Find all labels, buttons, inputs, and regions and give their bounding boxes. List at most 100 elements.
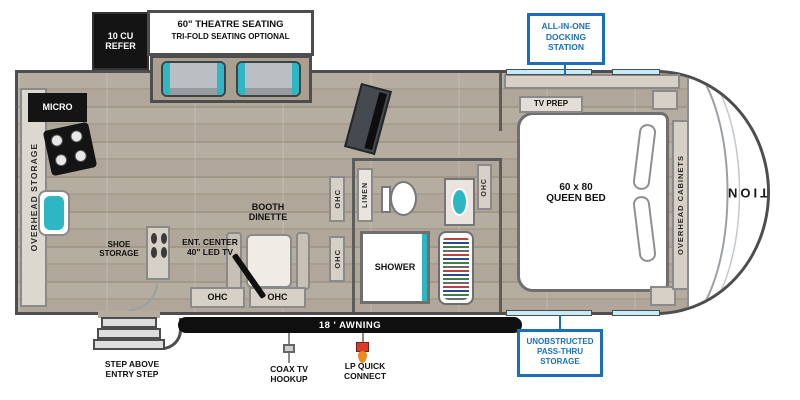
micro-label: MICRO — [42, 102, 73, 113]
refer-label-line2: REFER — [105, 41, 136, 51]
docking-station-callout: ALL-IN-ONE DOCKING STATION — [527, 13, 605, 65]
overhead-storage-label: OVERHEAD STORAGE — [28, 143, 39, 252]
lp-label: LP QUICK CONNECT — [328, 361, 402, 381]
bath-wall-left — [352, 158, 355, 312]
bedroom-window-top-right — [612, 69, 660, 75]
entry-step-3 — [93, 339, 165, 350]
lp-leader-line — [362, 333, 364, 343]
queen-bed-label: 60 x 80 QUEEN BED — [528, 182, 624, 204]
lp-flame-icon — [358, 351, 367, 363]
shower-glass — [422, 234, 427, 301]
linen-closet: LINEN — [357, 168, 373, 222]
theatre-seating-callout: 60" THEATRE SEATING TRI-FOLD SEATING OPT… — [147, 10, 314, 56]
brand-logo: REFLECTION — [725, 185, 769, 200]
bedroom-wall-lower — [499, 158, 502, 312]
lp-label-line1: LP QUICK — [344, 361, 386, 371]
front-cap: REFLECTION — [687, 73, 767, 312]
clothes-hangers — [443, 236, 469, 300]
tv-prep-label: TV PREP — [533, 99, 569, 109]
ohc-label: OHC — [332, 189, 342, 209]
ent-label-line1: ENT. CENTER — [182, 237, 238, 247]
seat-cushion — [245, 63, 292, 95]
entry-step-label: STEP ABOVE ENTRY STEP — [84, 359, 180, 379]
seat-armrest — [163, 63, 170, 95]
dinette-bench-right — [296, 232, 310, 290]
bedroom-front-cabinet — [504, 74, 680, 89]
toilet — [390, 181, 417, 216]
theatre-label-line1: 60" THEATRE SEATING — [177, 19, 284, 30]
docking-line2: DOCKING — [545, 31, 587, 42]
coax-label-line1: COAX TV — [270, 364, 308, 374]
passthru-line2: PASS-THRU — [536, 347, 584, 356]
shower: SHOWER — [360, 231, 430, 304]
docking-line3: STATION — [547, 42, 585, 53]
kitchen-sink — [38, 190, 70, 236]
nightstand-bottom — [650, 286, 676, 306]
theatre-seat-left — [161, 61, 226, 97]
seat-cushion — [170, 63, 217, 95]
bedroom-wall-upper — [499, 73, 502, 131]
bed-label-line2: QUEEN BED — [546, 193, 606, 205]
nightstand-top — [652, 90, 678, 110]
coax-hookup-icon — [283, 344, 295, 353]
linen-label: LINEN — [361, 182, 369, 208]
theatre-seating-slideout — [150, 55, 312, 103]
entry-label-line2: ENTRY STEP — [105, 368, 159, 379]
shower-label: SHOWER — [374, 262, 416, 273]
seat-armrest — [238, 63, 245, 95]
overhead-cabinets-bedroom: OVERHEAD CABINETS — [672, 120, 689, 290]
seat-armrest — [217, 63, 224, 95]
docking-leader-line — [564, 65, 566, 74]
theatre-label-line2: TRI-FOLD SEATING OPTIONAL — [171, 31, 290, 41]
bedroom-window-bottom-left — [506, 310, 592, 316]
ent-center-label: ENT. CENTER 40" LED TV — [170, 237, 250, 257]
range-cooktop — [42, 121, 98, 177]
shoe-label-line2: STORAGE — [99, 248, 139, 258]
shoe-icons — [148, 228, 168, 263]
passthru-leader-line — [559, 315, 561, 329]
shoe-storage-cabinet — [146, 226, 170, 280]
cooktop-burners — [43, 122, 98, 177]
microwave: MICRO — [28, 93, 87, 122]
passthru-line3: STORAGE — [540, 357, 580, 366]
ohc-label: OHC — [267, 292, 288, 303]
overhead-cabinets-label: OVERHEAD CABINETS — [676, 155, 685, 255]
passthru-line1: UNOBSTRUCTED — [526, 337, 594, 346]
entry-step-1 — [101, 317, 157, 328]
coax-label-line2: HOOKUP — [270, 373, 308, 384]
booth-dinette-label: BOOTH DINETTE — [228, 202, 308, 222]
wardrobe-hanging-clothes — [438, 231, 474, 305]
ohc-label: OHC — [207, 292, 228, 303]
theatre-seat-right — [236, 61, 301, 97]
ohc-label: OHC — [332, 249, 342, 269]
tv-prep-cabinet: TV PREP — [519, 96, 583, 113]
dinette-label-line1: BOOTH — [251, 202, 285, 212]
overhead-cabinet-bath: OHC — [477, 164, 492, 210]
bath-sink — [451, 188, 468, 216]
entry-step-2 — [97, 328, 161, 339]
overhead-cabinet-mid-2: OHC — [329, 236, 345, 282]
shoe-label-line1: SHOE — [107, 240, 131, 249]
overhead-cabinet-mid-1: OHC — [329, 176, 345, 222]
bedroom-window-top-left — [506, 69, 592, 75]
pass-thru-storage-callout: UNOBSTRUCTED PASS-THRU STORAGE — [517, 329, 603, 377]
shoe-storage-label: SHOE STORAGE — [92, 240, 146, 259]
refrigerator: 10 CU REFER — [92, 12, 149, 70]
front-cap-curves — [698, 73, 741, 312]
entry-door-opening — [98, 311, 160, 318]
bath-wall-top — [352, 158, 502, 161]
coax-label: COAX TV HOOKUP — [244, 364, 334, 384]
sink-basin — [44, 196, 64, 230]
ohc-label: OHC — [481, 177, 488, 197]
seat-armrest — [292, 63, 299, 95]
bath-vanity — [444, 178, 475, 226]
dinette-label-line2: DINETTE — [248, 212, 288, 223]
entry-label-line1: STEP ABOVE — [104, 359, 160, 369]
docking-line1: ALL-IN-ONE — [541, 21, 591, 31]
ent-label-line2: 40" LED TV — [186, 246, 234, 257]
bed-label-line1: 60 x 80 — [559, 182, 593, 193]
overhead-cabinet-dinette-1: OHC — [190, 287, 245, 308]
awning-bar: 18 ' AWNING — [178, 317, 522, 333]
bedroom-window-bottom-right — [612, 310, 660, 316]
